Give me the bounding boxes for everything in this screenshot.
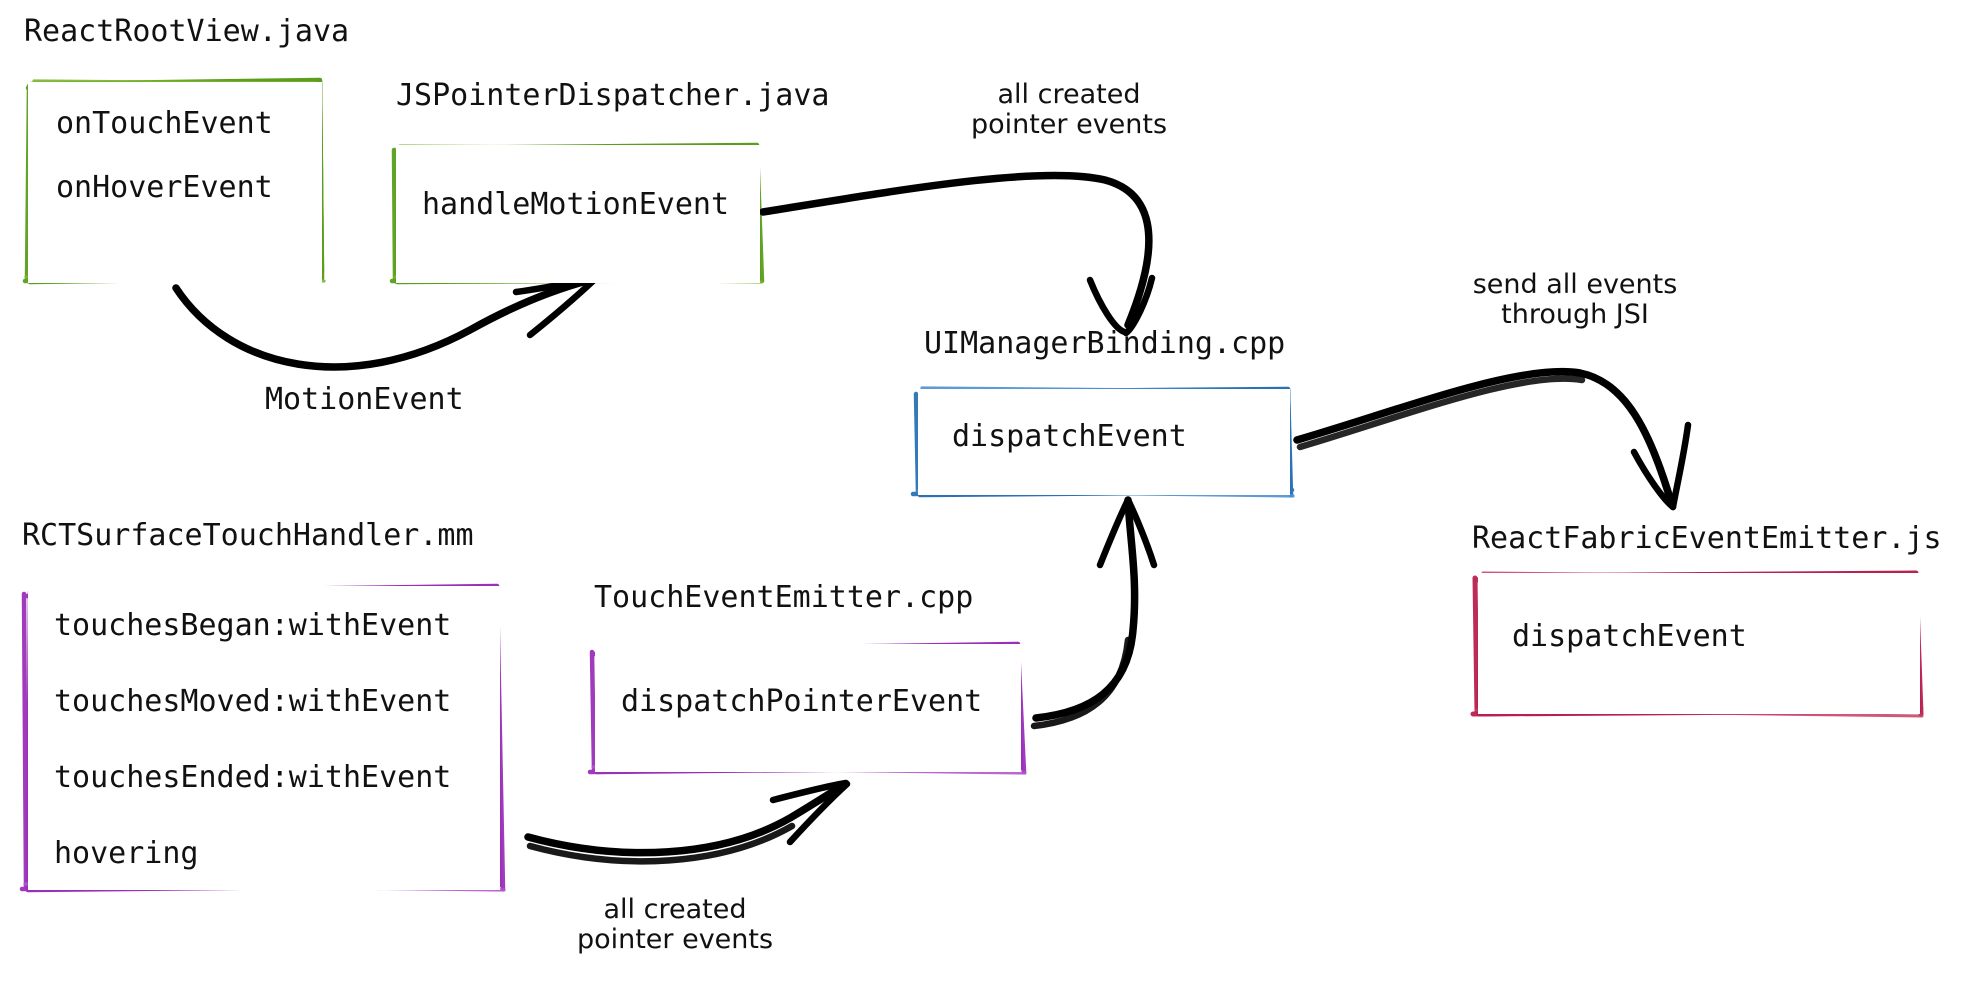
node-touch-event-emitter[interactable]: dispatchPointerEvent [595, 644, 1021, 772]
node-react-root-view[interactable]: onTouchEvent onHoverEvent [28, 82, 322, 283]
file-label-touch-event-emitter: TouchEventEmitter.cpp [594, 580, 974, 615]
arrow-jsi-bridge [1293, 367, 1692, 511]
node-rct-surface-touch-handler[interactable]: touchesBegan:withEvent touchesMoved:with… [28, 586, 500, 890]
method-dispatch-event-js: dispatchEvent [1512, 619, 1747, 654]
method-touches-began: touchesBegan:withEvent [54, 608, 452, 643]
method-touches-moved: touchesMoved:withEvent [54, 684, 452, 719]
edge-label-android-pointer-events: all created pointer events [970, 79, 1168, 141]
arrow-emitter-to-binding [1030, 496, 1158, 730]
edge-label-motion-event: MotionEvent [265, 382, 464, 417]
arrow-android-pointer-events [759, 171, 1156, 337]
method-dispatch-pointer-event: dispatchPointerEvent [621, 684, 983, 719]
file-label-react-root-view: ReactRootView.java [24, 14, 350, 49]
file-label-ui-manager-binding: UIManagerBinding.cpp [924, 326, 1286, 361]
method-on-hover-event: onHoverEvent [56, 170, 273, 205]
method-handle-motion-event: handleMotionEvent [422, 187, 730, 222]
edge-label-jsi-bridge: send all events through JSI [1472, 269, 1678, 331]
arrow-ios-pointer-events [524, 779, 851, 865]
edge-label-ios-pointer-events: all created pointer events [576, 894, 774, 956]
node-ui-manager-binding[interactable]: dispatchEvent [918, 389, 1290, 495]
file-label-js-pointer-dispatcher: JSPointerDispatcher.java [396, 78, 830, 113]
method-touches-ended: touchesEnded:withEvent [54, 760, 452, 795]
method-hovering: hovering [54, 836, 199, 871]
node-react-fabric-event-emitter[interactable]: dispatchEvent [1478, 573, 1920, 714]
file-label-rct-surface-touch-handler: RCTSurfaceTouchHandler.mm [22, 518, 474, 553]
method-on-touch-event: onTouchEvent [56, 106, 273, 141]
node-js-pointer-dispatcher[interactable]: handleMotionEvent [396, 145, 760, 283]
file-label-react-fabric-event-emitter: ReactFabricEventEmitter.js [1472, 521, 1942, 556]
method-dispatch-event-cpp: dispatchEvent [952, 419, 1187, 454]
arrow-motion-event [172, 275, 597, 371]
